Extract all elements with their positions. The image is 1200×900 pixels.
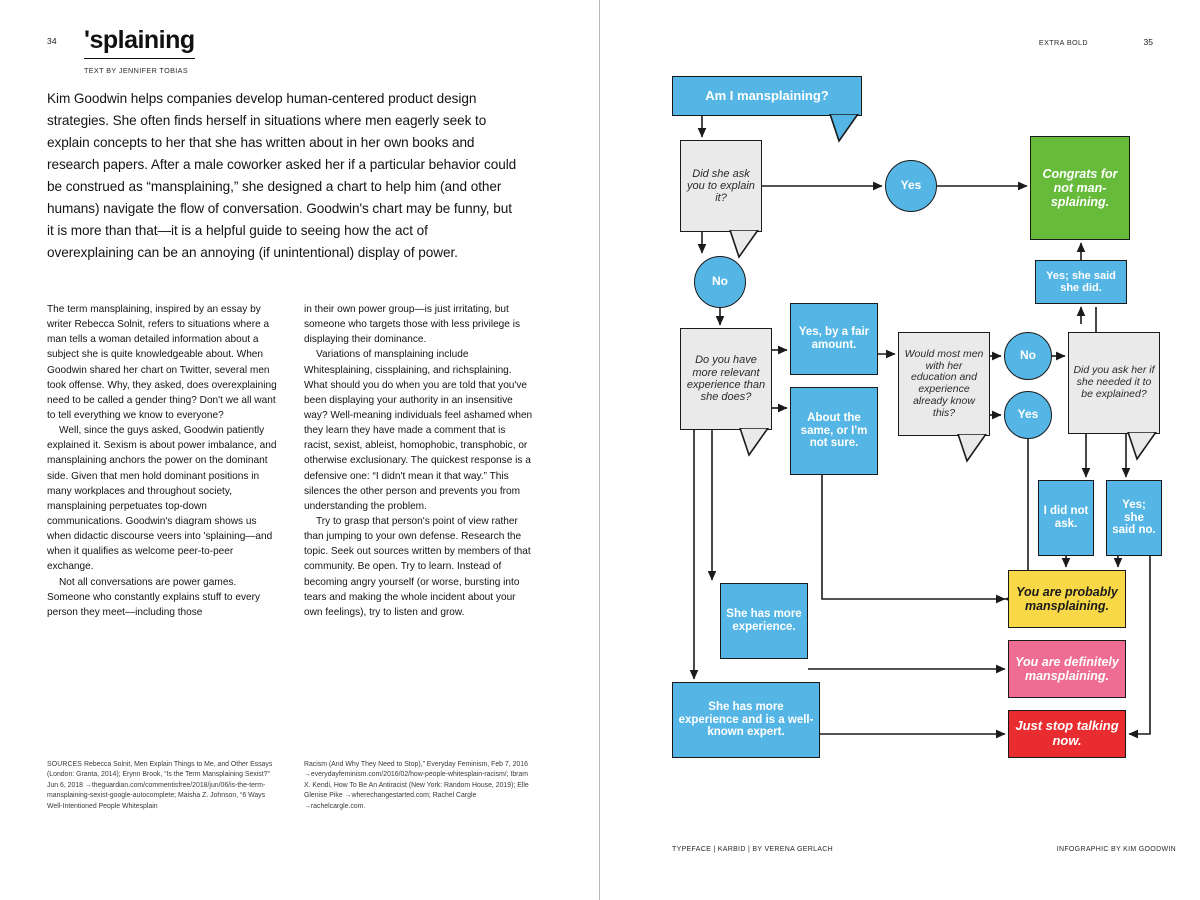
flow-node-label: No	[712, 274, 728, 289]
paragraph: Variations of mansplaining include White…	[304, 349, 533, 512]
article-byline: TEXT BY JENNIFER TOBIAS	[84, 66, 189, 75]
flow-node-label: No	[1020, 348, 1036, 363]
flow-node-label: Do you have more relevant experience tha…	[686, 354, 766, 404]
flow-node-shesaiddid: Yes; she said she did.	[1035, 260, 1127, 304]
page-number-left: 34	[47, 36, 57, 46]
sources-text-1: Rebecca Solnit, Men Explain Things to Me…	[47, 761, 273, 810]
connector-line	[821, 475, 1006, 604]
speech-bubble-tail-icon	[738, 424, 772, 463]
flow-node-q2: Do you have more relevant experience tha…	[680, 328, 772, 430]
sources-block: SOURCES Rebecca Solnit, Men Explain Thin…	[47, 760, 534, 812]
flow-node-start: Am I mansplaining?	[672, 76, 862, 116]
body-column-1: The term mansplaining, inspired by an es…	[47, 302, 277, 620]
flow-node-label: I did not ask.	[1043, 505, 1089, 530]
flow-node-stop: Just stop talking now.	[1008, 710, 1126, 758]
sources-label: SOURCES	[47, 761, 83, 768]
flow-node-q4: Did you ask her if she needed it to be e…	[1068, 332, 1160, 434]
mansplaining-flowchart: Am I mansplaining? Did she ask you to exp…	[660, 60, 1200, 800]
flow-node-yes2: Yes	[1004, 391, 1052, 439]
footer-infographic-credit: INFOGRAPHIC BY KIM GOODWIN	[1056, 846, 1176, 853]
flowchart-connectors	[689, 116, 1151, 739]
page-number-right: 35	[1143, 37, 1153, 47]
connector-line	[1128, 556, 1151, 739]
speech-bubble-tail-icon	[1126, 428, 1160, 467]
speech-bubble-tail-icon	[956, 430, 990, 469]
flow-node-label: Yes	[1017, 407, 1039, 422]
flow-node-label: You are definitely mansplaining.	[1015, 655, 1119, 683]
paragraph: Try to grasp that person's point of view…	[304, 515, 531, 618]
flow-node-label: Am I mansplaining?	[705, 87, 829, 103]
right-page: EXTRA BOLD 35 Am I mansplaining? Did she …	[600, 0, 1200, 900]
sources-column-1: SOURCES Rebecca Solnit, Men Explain Thin…	[47, 760, 277, 812]
flow-node-definitely: You are definitely mansplaining.	[1008, 640, 1126, 698]
flow-node-moreexp: She has more experience.	[720, 583, 808, 659]
flow-node-same: About the same, or I'm not sure.	[790, 387, 878, 475]
footer-typeface-credit: TYPEFACE | KARBID | BY VERENA GERLACH	[672, 846, 834, 853]
running-header: EXTRA BOLD	[1038, 38, 1088, 47]
spread-gutter-divider	[599, 0, 600, 900]
speech-bubble-tail-icon	[828, 110, 862, 149]
flow-node-no2: No	[1004, 332, 1052, 380]
flow-node-label: Would most men with her education and ex…	[904, 347, 984, 419]
flow-node-label: You are probably mansplaining.	[1016, 585, 1118, 613]
flow-node-label: Did she ask you to explain it?	[687, 167, 755, 205]
sources-column-2: Racism (And Why They Need to Stop),” Eve…	[304, 760, 534, 812]
paragraph: Not all conversations are power games. S…	[47, 576, 261, 618]
flow-node-shesaidno: Yes; she said no.	[1106, 480, 1162, 556]
flow-node-label: Yes; she said she did.	[1046, 269, 1116, 294]
flow-node-q1: Did she ask you to explain it?	[680, 140, 762, 232]
flow-node-q3: Would most men with her education and ex…	[898, 332, 990, 436]
article-intro: Kim Goodwin helps companies develop huma…	[47, 91, 517, 261]
flow-node-label: Did you ask her if she needed it to be e…	[1073, 364, 1155, 400]
flow-node-fair: Yes, by a fair amount.	[790, 303, 878, 375]
flow-node-no1: No	[694, 256, 746, 308]
paragraph: The term mansplaining, inspired by an es…	[47, 304, 277, 421]
flow-node-label: She has more experience and is a well-kn…	[678, 700, 814, 739]
body-column-2: in their own power group—is just irritat…	[304, 302, 534, 620]
flow-node-label: Just stop talking now.	[1015, 718, 1119, 748]
left-page: 34 'splaining TEXT BY JENNIFER TOBIAS Ki…	[47, 28, 534, 812]
flow-node-expert: She has more experience and is a well-kn…	[672, 682, 820, 758]
flow-node-yes1: Yes	[885, 160, 937, 212]
page-title: 'splaining	[84, 28, 195, 59]
flow-node-congrats: Congrats for not man-splaining.	[1030, 136, 1130, 240]
paragraph: in their own power group—is just irritat…	[304, 304, 521, 346]
flow-node-label: Yes	[900, 178, 922, 193]
flow-node-label: She has more experience.	[726, 608, 802, 633]
flow-node-probably: You are probably mansplaining.	[1008, 570, 1126, 628]
flow-node-label: Yes, by a fair amount.	[798, 326, 870, 351]
flow-node-label: About the same, or I'm not sure.	[800, 411, 868, 450]
flow-node-didnotask: I did not ask.	[1038, 480, 1094, 556]
flow-node-label: Congrats for not man-splaining.	[1042, 167, 1118, 209]
paragraph: Well, since the guys asked, Goodwin pati…	[47, 425, 277, 573]
article-title-block: 'splaining TEXT BY JENNIFER TOBIAS	[84, 28, 195, 75]
body-columns: The term mansplaining, inspired by an es…	[47, 302, 534, 620]
sources-text-2: Racism (And Why They Need to Stop),” Eve…	[304, 761, 529, 810]
flow-node-label: Yes; she said no.	[1112, 498, 1156, 537]
